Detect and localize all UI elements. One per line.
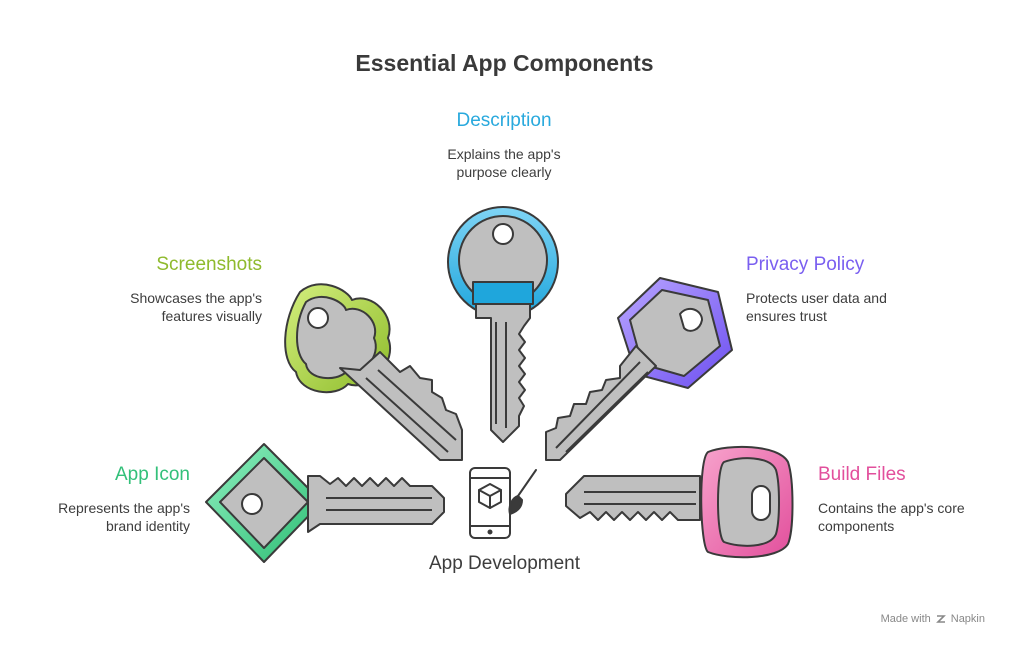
build-files-key <box>565 445 794 559</box>
app-icon-key <box>205 443 445 563</box>
center-label: App Development <box>428 553 581 574</box>
privacy-policy-heading: Privacy Policy <box>746 254 865 275</box>
footer-branding: Made with Napkin <box>881 613 985 625</box>
screenshots-heading: Screenshots <box>156 254 262 275</box>
description-key <box>447 206 559 443</box>
build-files-heading: Build Files <box>818 464 906 485</box>
app-icon-heading: App Icon <box>115 464 190 485</box>
screenshots-key <box>284 283 463 461</box>
footer-made-with: Made with <box>880 613 931 625</box>
diagram-title: Essential App Components <box>355 50 654 76</box>
footer-brand: Napkin <box>950 613 985 625</box>
napkin-logo-icon <box>935 615 946 623</box>
app-development-icon <box>469 467 537 539</box>
description-heading: Description <box>456 110 552 131</box>
privacy-policy-key <box>545 277 733 461</box>
